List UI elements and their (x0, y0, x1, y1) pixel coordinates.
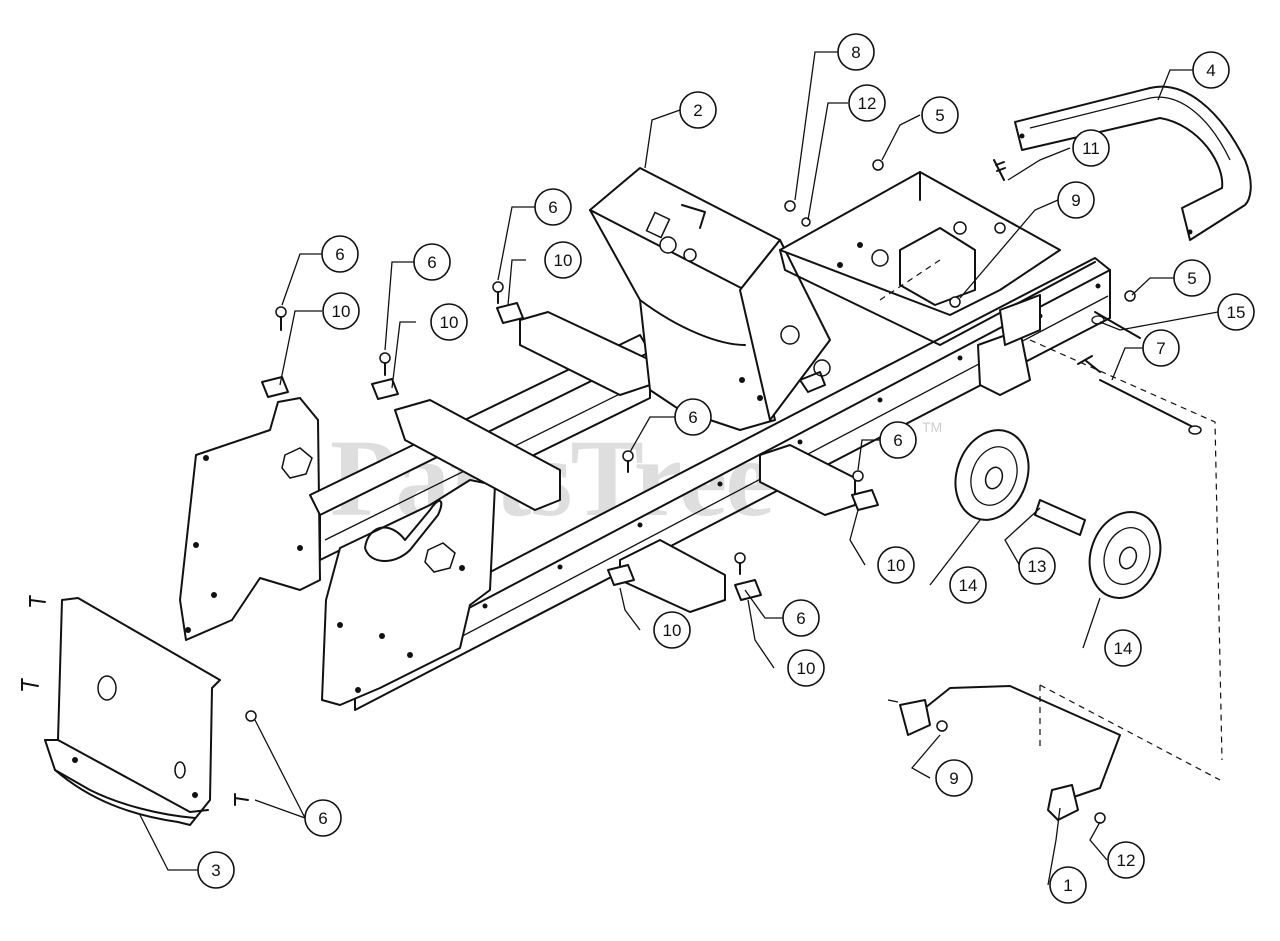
svg-text:8: 8 (851, 43, 860, 62)
callout-14-right: 14 (1104, 629, 1142, 667)
callout-9-bottom: 9 (935, 759, 973, 797)
svg-text:3: 3 (211, 861, 220, 880)
callout-6-c: 6 (534, 188, 572, 226)
cross-members (394, 311, 856, 613)
inner-left-plate (321, 479, 496, 706)
callout-5-top: 5 (921, 96, 959, 134)
svg-text:10: 10 (663, 621, 682, 640)
svg-text:5: 5 (1187, 269, 1196, 288)
callout-12-bottom: 12 (1107, 841, 1145, 879)
callout-6-b: 6 (413, 243, 451, 281)
callout-10-b: 10 (544, 241, 582, 279)
callout-10-a: 10 (322, 292, 360, 330)
callout-6-e: 6 (879, 421, 917, 459)
svg-text:6: 6 (548, 198, 557, 217)
callout-10-f: 10 (787, 649, 825, 687)
callout-7: 7 (1142, 329, 1180, 367)
rear-box-frame (779, 171, 1096, 396)
callout-10-d: 10 (877, 546, 915, 584)
svg-text:15: 15 (1227, 303, 1246, 322)
svg-text:6: 6 (796, 609, 805, 628)
front-plate (21, 595, 257, 826)
rear-bumper (1014, 85, 1252, 241)
svg-text:6: 6 (318, 809, 327, 828)
callout-4: 4 (1192, 51, 1230, 89)
svg-text:10: 10 (554, 251, 573, 270)
svg-text:6: 6 (893, 431, 902, 450)
svg-text:6: 6 (335, 245, 344, 264)
svg-text:10: 10 (332, 302, 351, 321)
callout-10-c: 10 (430, 303, 468, 341)
callout-2: 2 (679, 91, 717, 129)
callout-6-d: 6 (674, 398, 712, 436)
svg-text:6: 6 (688, 408, 697, 427)
callout-5-right: 5 (1173, 259, 1211, 297)
svg-text:9: 9 (1071, 191, 1080, 210)
svg-text:14: 14 (959, 576, 978, 595)
dash-housing (589, 167, 831, 431)
watermark-trademark: TM (922, 419, 942, 435)
svg-text:2: 2 (693, 101, 702, 120)
callout-8: 8 (837, 33, 875, 71)
svg-text:7: 7 (1156, 339, 1165, 358)
callout-14-left: 14 (949, 566, 987, 604)
left-side-plate (179, 397, 321, 641)
svg-text:14: 14 (1114, 639, 1133, 658)
rod-and-pin (1029, 311, 1223, 761)
svg-text:12: 12 (1117, 851, 1136, 870)
svg-text:12: 12 (858, 94, 877, 113)
svg-text:11: 11 (1082, 139, 1100, 158)
svg-text:13: 13 (1028, 557, 1047, 576)
callout-9-top: 9 (1057, 181, 1095, 219)
svg-text:10: 10 (440, 313, 459, 332)
hardware (261, 159, 1136, 601)
svg-text:4: 4 (1206, 61, 1215, 80)
svg-text:10: 10 (797, 659, 816, 678)
callout-11: 11 (1072, 129, 1110, 167)
callout-6-f: 6 (782, 599, 820, 637)
callout-6-g: 6 (304, 799, 342, 837)
callout-13: 13 (1018, 547, 1056, 585)
callout-1: 1 (1049, 866, 1087, 904)
lever-arm (887, 684, 1221, 824)
svg-text:6: 6 (427, 253, 436, 272)
callouts: 1 2 3 4 5 5 6 6 6 6 6 6 6 7 8 9 9 10 10 … (139, 33, 1255, 904)
svg-text:9: 9 (949, 769, 958, 788)
svg-text:1: 1 (1063, 876, 1072, 895)
callout-15: 15 (1217, 293, 1255, 331)
svg-text:10: 10 (887, 556, 906, 575)
svg-text:5: 5 (935, 106, 944, 125)
callout-10-e: 10 (653, 611, 691, 649)
callout-12-top: 12 (848, 84, 886, 122)
callout-3: 3 (197, 851, 235, 889)
pulley-assembly (954, 429, 1162, 599)
callout-6-a: 6 (321, 235, 359, 273)
